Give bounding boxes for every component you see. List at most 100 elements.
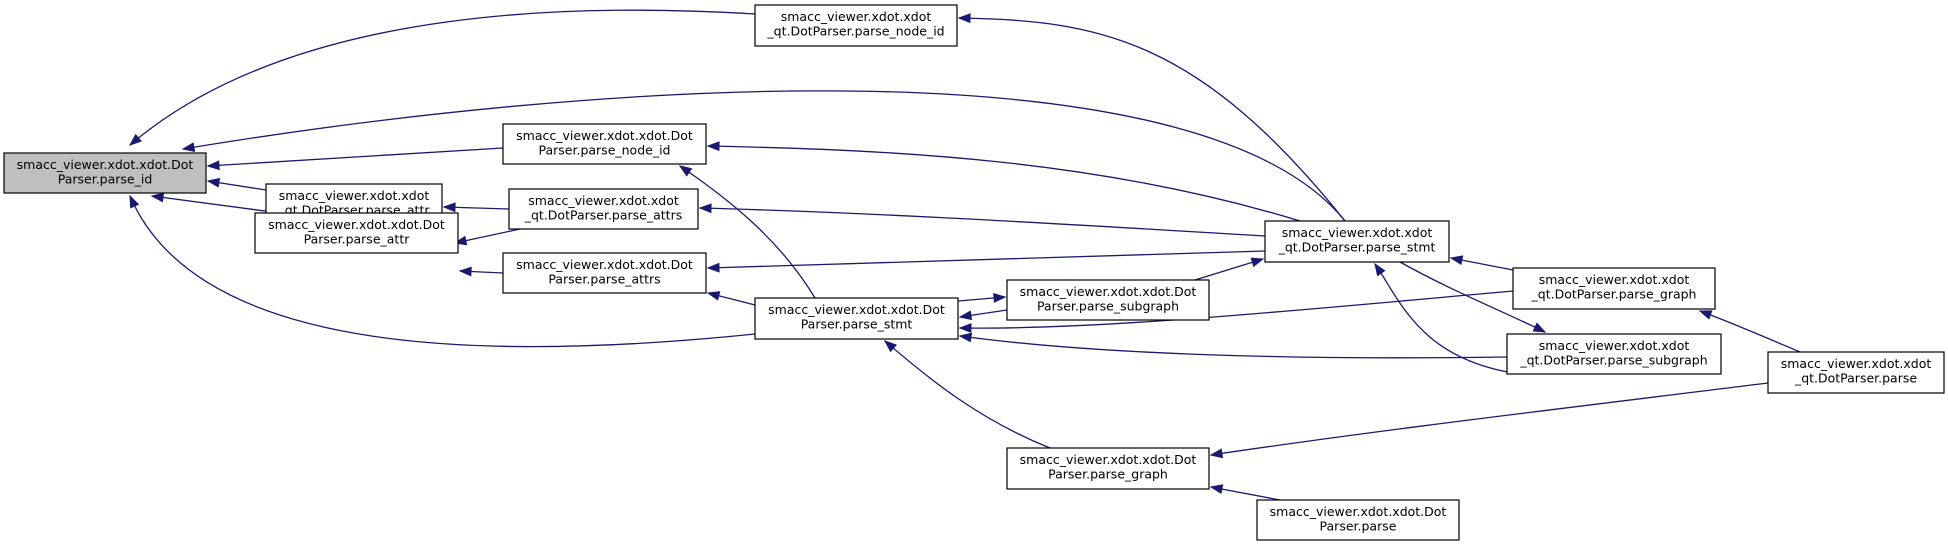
- edge-line: [1210, 486, 1281, 501]
- node-parse[interactable]: smacc_viewer.xdot.xdot.DotParser.parse: [1256, 499, 1460, 541]
- node-box: [754, 4, 958, 47]
- edge-qt-parse-stmt-to-parse-attrs: [706, 250, 1266, 273]
- edge-parse-node-id-to-root: [206, 147, 504, 171]
- arrowhead-icon: [129, 194, 140, 209]
- arrowhead-icon: [993, 293, 1007, 303]
- edge-line: [679, 165, 816, 299]
- edge-qt-parse-attrs-to-qt-parse-attr: [442, 202, 510, 213]
- edge-line: [182, 90, 1346, 222]
- node-parse-graph[interactable]: smacc_viewer.xdot.xdot.DotParser.parse_g…: [1006, 447, 1210, 490]
- edge-line: [707, 145, 1301, 222]
- node-label-line-2: _qt.DotParser.parse_node_id: [766, 24, 944, 39]
- node-label-line-1: smacc_viewer.xdot.xdot.Dot: [516, 128, 693, 143]
- node-parse-attr[interactable]: smacc_viewer.xdot.xdot.DotParser.parse_a…: [254, 212, 459, 254]
- edge-qt-parse-subgraph-to-parse-stmt: [958, 332, 1508, 359]
- node-qt-parse-subgraph[interactable]: smacc_viewer.xdot.xdot_qt.DotParser.pars…: [1506, 333, 1722, 375]
- node-root[interactable]: smacc_viewer.xdot.xdot.DotParser.parse_i…: [3, 152, 207, 194]
- node-label-line-2: _qt.DotParser.parse: [1794, 371, 1917, 386]
- arrowhead-icon: [1532, 322, 1547, 333]
- edge-line: [207, 147, 504, 167]
- node-label-line-2: _qt.DotParser.parse_stmt: [1278, 240, 1436, 255]
- node-label-line-2: Parser.parse: [1320, 519, 1397, 534]
- edge-parse-stmt-to-parse-attrs: [706, 291, 756, 306]
- node-qt-parse-node-id[interactable]: smacc_viewer.xdot.xdot_qt.DotParser.pars…: [754, 4, 958, 47]
- arrowhead-icon: [706, 141, 720, 152]
- node-box: [1006, 447, 1210, 490]
- node-label-line-2: _qt.DotParser.parse_subgraph: [1519, 353, 1707, 368]
- node-box: [508, 188, 699, 230]
- node-qt-parse-stmt[interactable]: smacc_viewer.xdot.xdot_qt.DotParser.pars…: [1264, 220, 1450, 263]
- node-label-line-2: _qt.DotParser.parse_graph: [1531, 287, 1697, 302]
- edges: [128, 9, 1801, 501]
- edge-parse-attrs-to-parse-attr: [458, 266, 504, 277]
- edge-parse-graph-to-parse-stmt: [883, 340, 1051, 449]
- edge-parse-stmt-to-parse-node-id: [678, 165, 816, 299]
- node-label-line-2: Parser.parse_stmt: [801, 317, 913, 332]
- edge-parse-stmt-to-parse-subgraph: [957, 293, 1007, 303]
- node-qt-parse[interactable]: smacc_viewer.xdot.xdot_qt.DotParser.pars…: [1767, 351, 1945, 394]
- node-parse-subgraph[interactable]: smacc_viewer.xdot.xdot.DotParser.parse_s…: [1006, 279, 1210, 321]
- arrowhead-icon: [957, 13, 971, 24]
- node-label-line-1: smacc_viewer.xdot.xdot: [781, 9, 932, 24]
- node-box: [1256, 499, 1460, 541]
- node-box: [754, 297, 959, 340]
- node-parse-attrs[interactable]: smacc_viewer.xdot.xdot.DotParser.parse_a…: [502, 252, 707, 294]
- arrowhead-icon: [958, 323, 972, 334]
- edge-qt-parse-subgraph-to-qt-parse-stmt: [1374, 262, 1521, 375]
- node-parse-stmt[interactable]: smacc_viewer.xdot.xdot.DotParser.parse_s…: [754, 297, 959, 340]
- edge-qt-parse-stmt-to-qt-parse-subgraph: [1399, 261, 1547, 333]
- arrowhead-icon: [958, 332, 973, 343]
- edge-qt-parse-stmt-to-root: [181, 90, 1346, 222]
- node-box: [1264, 220, 1450, 263]
- node-qt-parse-graph[interactable]: smacc_viewer.xdot.xdot_qt.DotParser.pars…: [1512, 267, 1716, 310]
- arrowhead-icon: [958, 310, 973, 321]
- edge-qt-parse-attrs-to-parse-attr: [453, 228, 521, 246]
- arrowhead-icon: [1250, 257, 1265, 268]
- node-label-line-2: Parser.parse_attrs: [548, 272, 660, 287]
- node-box: [1767, 351, 1945, 394]
- arrowhead-icon: [1698, 310, 1713, 320]
- edge-line: [699, 207, 1266, 237]
- node-label-line-2: _qt.DotParser.parse_attrs: [524, 208, 682, 223]
- arrowhead-icon: [206, 177, 221, 188]
- edge-parse-subgraph-to-parse-stmt: [958, 309, 1008, 321]
- node-label-line-1: smacc_viewer.xdot.xdot: [1539, 338, 1690, 353]
- node-label-line-1: smacc_viewer.xdot.xdot.Dot: [1270, 504, 1447, 519]
- node-label-line-1: smacc_viewer.xdot.xdot.Dot: [768, 302, 945, 317]
- edge-line: [1210, 382, 1769, 456]
- arrowhead-icon: [1209, 484, 1224, 495]
- node-box: [1006, 279, 1210, 321]
- edge-parse-stmt-to-root: [129, 194, 756, 348]
- node-label-line-1: smacc_viewer.xdot.xdot: [1781, 356, 1932, 371]
- edge-qt-parse-stmt-to-qt-parse-node-id: [957, 13, 1346, 222]
- edge-line: [884, 340, 1051, 449]
- node-label-line-2: Parser.parse_subgraph: [1037, 299, 1179, 314]
- node-qt-parse-attrs[interactable]: smacc_viewer.xdot.xdot_qt.DotParser.pars…: [508, 188, 699, 230]
- node-label-line-1: smacc_viewer.xdot.xdot.Dot: [1020, 452, 1197, 467]
- arrowhead-icon: [678, 165, 693, 177]
- node-label-line-1: smacc_viewer.xdot.xdot.Dot: [1020, 284, 1197, 299]
- node-label-line-1: smacc_viewer.xdot.xdot: [1282, 225, 1433, 240]
- node-box: [502, 252, 707, 294]
- node-label-line-1: smacc_viewer.xdot.xdot.Dot: [268, 217, 445, 232]
- node-label-line-1: smacc_viewer.xdot.xdot: [279, 188, 430, 203]
- edge-parse-subgraph-to-qt-parse-stmt: [1194, 257, 1265, 281]
- arrowhead-icon: [706, 291, 721, 301]
- arrowhead-icon: [1449, 255, 1464, 266]
- edge-parse-to-parse-graph: [1209, 484, 1281, 501]
- edge-line: [129, 9, 756, 146]
- node-label-line-1: smacc_viewer.xdot.xdot: [528, 193, 679, 208]
- edge-line: [1399, 261, 1546, 333]
- node-label-line-2: Parser.parse_node_id: [539, 143, 671, 158]
- edge-qt-parse-attr-to-root: [206, 177, 267, 191]
- edge-line: [707, 250, 1266, 269]
- node-label-line-2: Parser.parse_graph: [1048, 467, 1168, 482]
- node-box: [1506, 333, 1722, 375]
- arrowhead-icon: [1374, 262, 1386, 277]
- edge-line: [151, 195, 281, 214]
- node-box: [3, 152, 207, 194]
- edge-qt-parse-to-parse-graph: [1209, 382, 1769, 459]
- node-parse-node-id[interactable]: smacc_viewer.xdot.xdot.DotParser.parse_n…: [502, 123, 707, 165]
- node-label-line-2: Parser.parse_attr: [304, 232, 411, 247]
- edge-line: [959, 335, 1508, 359]
